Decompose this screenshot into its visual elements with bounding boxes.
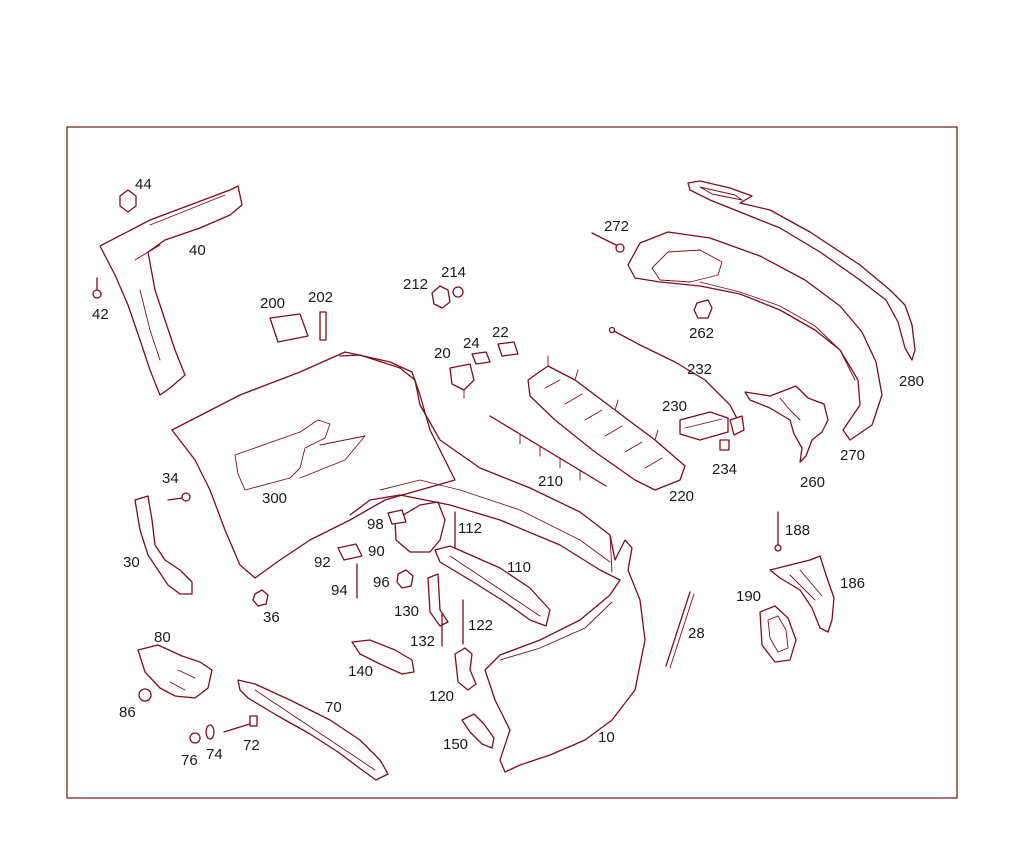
part-98-clip[interactable] [387,509,407,525]
callout-280: 280 [899,373,924,390]
callout-220: 220 [669,488,694,505]
part-202-strip[interactable] [319,311,327,341]
callout-110: 110 [507,559,531,576]
callout-214: 214 [441,264,466,281]
part-212-parking-sensor[interactable] [431,285,451,309]
callout-98: 98 [367,516,384,533]
callout-labels: 10 20 22 24 28 30 34 36 40 42 44 70 72 7… [92,176,924,769]
part-232-wiring-harness[interactable] [608,326,743,429]
part-76-nut[interactable] [189,732,201,744]
part-210-trim-strip[interactable] [489,415,607,487]
part-272-screw[interactable] [591,232,625,253]
part-190-exhaust-tip[interactable] [759,605,797,663]
part-186-bracket[interactable] [769,555,835,633]
callout-150: 150 [443,736,468,753]
callout-202: 202 [308,289,333,306]
diagram-frame [66,126,958,799]
callout-270: 270 [840,447,865,464]
part-140-bracket[interactable] [351,639,415,675]
callout-210: 210 [538,473,563,490]
part-130-bracket[interactable] [427,573,449,627]
part-24-clip[interactable] [471,351,491,365]
callout-28: 28 [688,625,705,642]
callout-72: 72 [243,737,260,754]
callout-188: 188 [785,522,810,539]
part-28-trim-strip[interactable] [665,591,695,669]
part-214-sensor-ring[interactable] [452,286,464,298]
callout-86: 86 [119,704,136,721]
callout-122: 122 [468,617,493,634]
callout-20: 20 [434,345,451,362]
part-40-side-bracket[interactable] [99,185,243,396]
part-70-lower-trim[interactable] [237,679,389,781]
callout-262: 262 [689,325,714,342]
part-234-connector[interactable] [719,439,730,451]
callout-212: 212 [403,276,428,293]
callout-190: 190 [736,588,761,605]
part-80-bracket[interactable] [137,644,213,699]
callout-260: 260 [800,474,825,491]
part-230-control-module[interactable] [679,411,745,441]
part-150-bracket[interactable] [461,713,495,749]
part-22-clip[interactable] [497,341,519,357]
callout-70: 70 [325,699,342,716]
callout-230: 230 [662,398,687,415]
callout-234: 234 [712,461,737,478]
part-200-cover[interactable] [269,313,309,343]
part-262-clip[interactable] [693,299,713,319]
callout-200: 200 [260,295,285,312]
callout-94: 94 [331,582,348,599]
part-280-upper-trim[interactable] [687,180,916,361]
part-260-bracket[interactable] [744,385,829,463]
part-220-center-grille[interactable] [527,355,686,491]
callout-22: 22 [492,324,509,341]
part-300-bumper-side-panel[interactable] [171,351,456,579]
callout-92: 92 [314,554,331,571]
callout-300: 300 [262,490,287,507]
callout-120: 120 [429,688,454,705]
part-86-washer[interactable] [138,688,152,702]
callout-112: 112 [458,520,482,537]
part-110-reflector-bracket[interactable] [434,545,551,627]
callout-42: 42 [92,306,109,323]
callout-10: 10 [598,729,615,746]
callout-272: 272 [604,218,629,235]
callout-90: 90 [368,543,385,560]
part-72-bolt[interactable] [223,715,258,733]
callout-24: 24 [463,335,480,352]
callout-44: 44 [135,176,152,193]
callout-80: 80 [154,629,171,646]
callout-36: 36 [263,609,280,626]
part-92-clip[interactable] [337,543,363,561]
part-188-bolt[interactable] [774,511,782,552]
part-270-rear-diffuser[interactable] [627,231,883,441]
callout-96: 96 [373,574,390,591]
callout-74: 74 [206,746,223,763]
callout-140: 140 [348,663,373,680]
part-34-screw[interactable] [167,492,191,502]
callout-40: 40 [189,242,206,259]
part-36-nut[interactable] [252,589,269,607]
callout-130: 130 [394,603,419,620]
callout-76: 76 [181,752,198,769]
callout-132: 132 [410,633,435,650]
callout-30: 30 [123,554,140,571]
part-120-bracket[interactable] [454,647,477,691]
part-96-nut[interactable] [396,569,414,589]
part-74-washer[interactable] [205,724,215,740]
part-30-bracket[interactable] [134,495,193,595]
part-20-bracket[interactable] [449,363,475,399]
callout-186: 186 [840,575,865,592]
callout-232: 232 [687,361,712,378]
part-44-nut[interactable] [119,189,137,213]
part-90-bracket[interactable] [394,501,446,553]
part-42-screw[interactable] [92,277,102,299]
part-10-bumper-cover[interactable] [339,354,646,773]
callout-34: 34 [162,470,179,487]
